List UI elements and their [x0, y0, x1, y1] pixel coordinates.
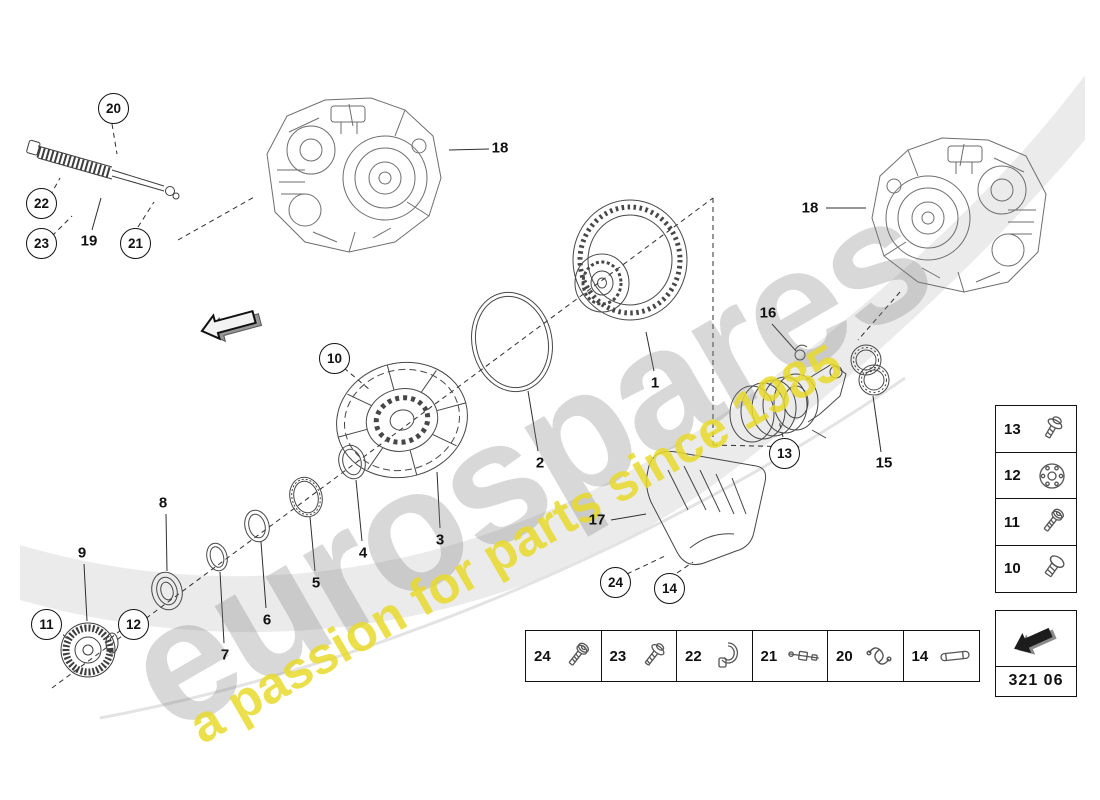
legend-item-21[interactable]: 21	[751, 630, 829, 682]
legend-num-14: 14	[911, 647, 929, 665]
guide-rod-icon	[787, 650, 819, 661]
legend-num-24: 24	[534, 647, 551, 665]
legend-num-20: 20	[836, 647, 853, 665]
legend-item-24[interactable]: 24	[525, 630, 602, 682]
socket-bolt-icon	[1043, 508, 1064, 532]
clutch-drum-drawing	[572, 199, 688, 321]
callout-circle-23[interactable]: 23	[26, 228, 57, 259]
callout-circle-20[interactable]: 20	[98, 93, 129, 124]
callout-circle-10[interactable]: 10	[319, 343, 350, 374]
callout-circle-14[interactable]: 14	[654, 573, 685, 604]
part-label-5[interactable]: 5	[311, 574, 321, 592]
spring-clip-icon	[866, 647, 892, 665]
part-label-2[interactable]: 2	[535, 454, 545, 472]
part-label-16[interactable]: 16	[759, 304, 777, 322]
callout-circle-24[interactable]: 24	[600, 567, 631, 598]
gear-drawing	[60, 622, 119, 678]
part-label-17[interactable]: 17	[588, 511, 606, 529]
legend-item-10[interactable]: 10	[995, 544, 1077, 593]
legend-item-23[interactable]: 23	[600, 630, 678, 682]
socket-bolt-icon	[568, 642, 589, 666]
legend-num-23: 23	[609, 647, 627, 665]
pan-head-screw-icon	[1044, 554, 1065, 577]
flanged-screw-icon	[644, 643, 664, 666]
part-label-4[interactable]: 4	[358, 544, 368, 562]
leader-lines	[83, 148, 882, 644]
shim-rings-drawing	[850, 344, 890, 396]
legend-num-13: 13	[1004, 420, 1021, 438]
background-swoosh	[20, 75, 1085, 720]
release-cylinder-drawing	[729, 344, 847, 443]
direction-arrow	[200, 309, 263, 343]
callout-circle-12[interactable]: 12	[118, 609, 149, 640]
part-label-9[interactable]: 9	[77, 544, 87, 562]
legend-item-14[interactable]: 14	[902, 630, 980, 682]
callout-circle-21[interactable]: 21	[120, 228, 151, 259]
dowel-pin-icon	[939, 650, 970, 662]
cable-clamp-icon	[718, 642, 738, 668]
diagram-code-box: 321 06	[995, 610, 1077, 697]
part-label-8[interactable]: 8	[158, 494, 168, 512]
diagram-code: 321 06	[995, 665, 1077, 697]
bottom-legend: 24 23	[525, 630, 980, 682]
pressure-plate-drawing	[336, 361, 468, 479]
legend-item-20[interactable]: 20	[827, 630, 904, 682]
legend-item-22[interactable]: 22	[676, 630, 753, 682]
callout-circle-22[interactable]: 22	[26, 188, 57, 219]
gearbox-drawing-left	[266, 97, 442, 253]
part-label-19[interactable]: 19	[80, 232, 98, 250]
legend-num-21: 21	[760, 647, 778, 665]
part-label-6[interactable]: 6	[262, 611, 272, 629]
part-label-7[interactable]: 7	[220, 646, 230, 664]
right-legend: 13 12 11	[995, 405, 1077, 593]
o-ring-drawing	[471, 291, 553, 393]
part-label-18-right[interactable]: 18	[801, 199, 819, 217]
legend-num-10: 10	[1004, 560, 1021, 577]
legend-item-11[interactable]: 11	[995, 498, 1077, 546]
part-label-1[interactable]: 1	[650, 374, 660, 392]
callout-circle-13[interactable]: 13	[769, 438, 800, 469]
legend-item-12[interactable]: 12	[995, 451, 1077, 500]
flanged-bolt-icon	[1044, 416, 1063, 439]
part-label-15[interactable]: 15	[875, 454, 893, 472]
legend-num-12: 12	[1004, 467, 1021, 484]
legend-num-22: 22	[685, 647, 702, 665]
callout-circle-11[interactable]: 11	[31, 609, 62, 640]
part-label-3[interactable]: 3	[435, 531, 445, 549]
rings-drawing	[151, 444, 366, 611]
part-label-18-left[interactable]: 18	[491, 139, 509, 157]
flange-plate-icon	[1039, 462, 1065, 489]
pushrod-spring-drawing	[26, 139, 180, 200]
orientation-arrow-box	[995, 610, 1077, 667]
legend-num-11: 11	[1004, 513, 1020, 531]
orientation-arrow-icon	[1014, 627, 1057, 655]
legend-item-13[interactable]: 13	[995, 405, 1077, 453]
cover-shield-drawing	[646, 450, 767, 566]
